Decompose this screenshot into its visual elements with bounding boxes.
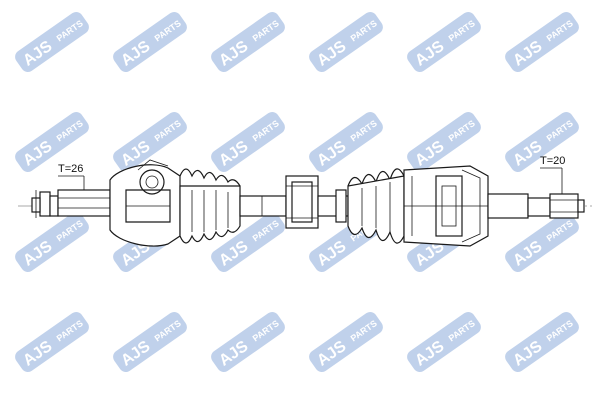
vibration-damper xyxy=(285,175,319,229)
outer-cv-joint xyxy=(109,159,181,247)
right-boot xyxy=(347,168,405,244)
shaft-right-section xyxy=(317,189,349,223)
right-spline-label: T=20 xyxy=(540,155,565,167)
left-spline-end xyxy=(31,189,111,218)
right-spline-end xyxy=(487,193,585,219)
left-boot xyxy=(179,168,241,244)
left-spline-label: T=26 xyxy=(58,163,83,175)
inner-cv-joint xyxy=(403,165,489,247)
shaft-left-section xyxy=(239,195,287,217)
